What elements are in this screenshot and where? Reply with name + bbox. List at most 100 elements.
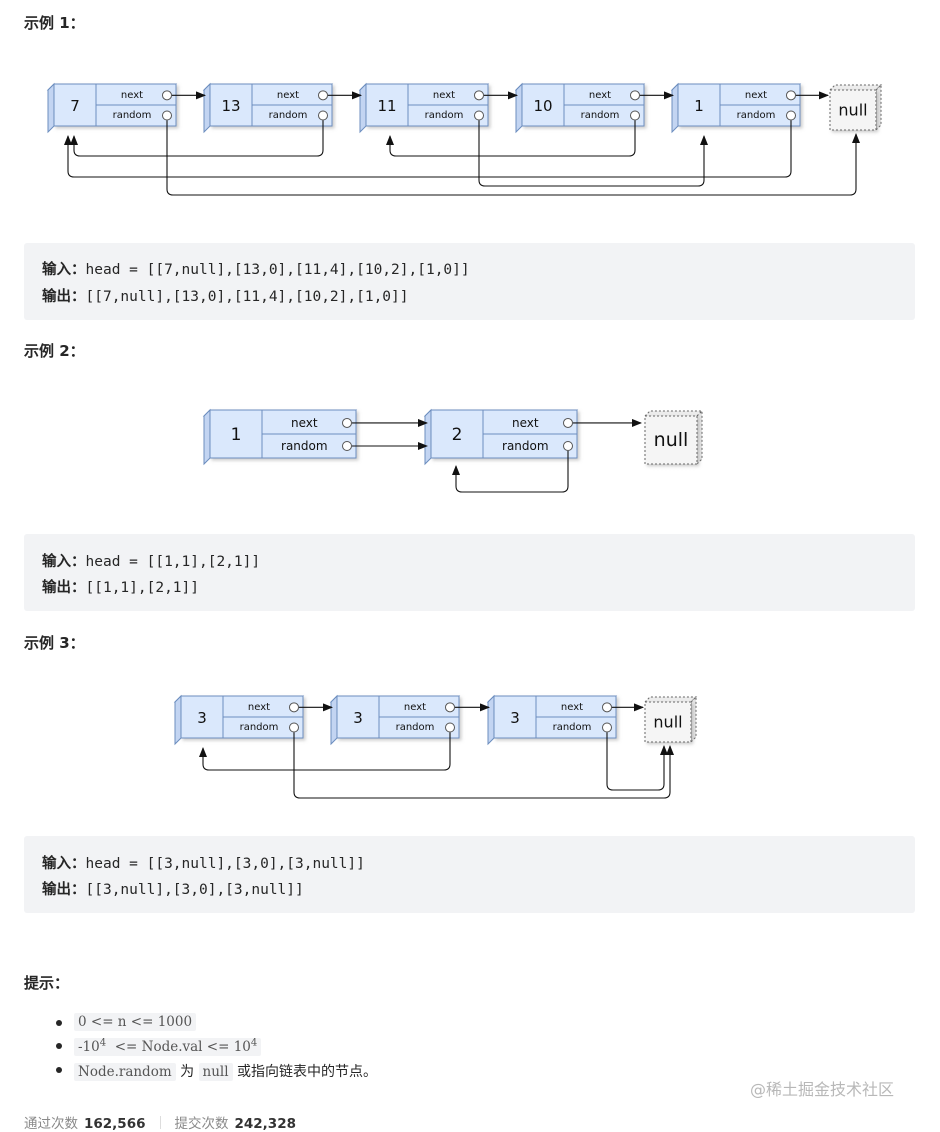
next-pointer-icon [563, 417, 573, 428]
random-pointer-icon [786, 110, 796, 121]
bullet-icon [56, 1020, 62, 1026]
null-label: null [654, 429, 689, 451]
next-label: next [745, 90, 767, 101]
bullet-icon [56, 1043, 62, 1049]
null-side-face [690, 695, 697, 744]
list-node: 3 next random [329, 694, 461, 746]
node-value: 10 [533, 97, 552, 115]
next-pointer-icon [474, 90, 484, 101]
next-label: next [512, 416, 539, 430]
example-3-code-block: 输入：head = [[3,null],[3,0],[3,null]] 输出：[… [24, 836, 915, 913]
null-node: null [828, 83, 883, 132]
example-1-input: 输入：head = [[7,null],[13,0],[11,4],[10,2]… [42, 262, 470, 278]
example-3-output: 输出：[[3,null],[3,0],[3,null]] [42, 882, 304, 898]
node-side-face [174, 694, 182, 746]
example-1-title: 示例 1： [24, 14, 85, 32]
node-value: 3 [197, 709, 207, 727]
node-value: 3 [510, 709, 520, 727]
pointer-arrow [166, 120, 860, 196]
submitted-value: 242,328 [234, 1116, 297, 1132]
next-pointer-icon [342, 417, 352, 428]
tip-code: -104 <= Node.val <= 104 [74, 1037, 262, 1056]
null-node: null [643, 409, 704, 466]
random-pointer-icon [630, 110, 640, 121]
example-1-diagram: 7nextrandom13nextrandom11nextrandom10nex… [46, 82, 883, 196]
random-label: random [269, 110, 308, 121]
random-label: random [113, 110, 152, 121]
linked-list-diagrams: 7nextrandom13nextrandom11nextrandom10nex… [46, 82, 883, 799]
list-node: 2 next random [423, 408, 579, 466]
node-value: 7 [70, 97, 80, 115]
null-side-face [875, 83, 882, 132]
node-side-face [359, 82, 367, 134]
example-2-code-block: 输入：head = [[1,1],[2,1]] 输出：[[1,1],[2,1]] [24, 534, 915, 611]
next-label: next [291, 416, 318, 430]
submitted-label: 提交次数 [174, 1116, 229, 1132]
node-value: 3 [353, 709, 363, 727]
divider [159, 1116, 161, 1129]
tip-code: null [198, 1063, 233, 1081]
passed-value: 162,566 [84, 1116, 146, 1132]
watermark: @稀土掘金技术社区 [750, 1080, 895, 1099]
random-label: random [240, 722, 279, 733]
next-label: next [589, 90, 611, 101]
random-label: random [281, 439, 328, 453]
passed-label: 通过次数 [24, 1116, 78, 1132]
example-2-title: 示例 2： [24, 342, 85, 360]
random-label: random [425, 110, 464, 121]
pointer-arrow [606, 732, 668, 791]
random-pointer-icon [289, 722, 299, 733]
next-pointer-icon [318, 90, 328, 101]
node-side-face [487, 694, 495, 746]
submission-stats: 通过次数 162,566 提交次数 242,328 [24, 1112, 296, 1132]
random-pointer-icon [318, 110, 328, 121]
random-label: random [581, 110, 620, 121]
tips-title: 提示： [24, 974, 70, 992]
null-box [644, 415, 698, 465]
random-pointer-icon [474, 110, 484, 121]
next-label: next [404, 702, 426, 713]
random-pointer-icon [445, 722, 455, 733]
example-2-output: 输出：[[1,1],[2,1]] [42, 580, 199, 596]
random-label: random [396, 722, 435, 733]
null-top-face [828, 84, 883, 91]
node-side-face [203, 82, 211, 134]
null-box [829, 89, 877, 131]
node-side-face [424, 408, 432, 466]
null-top-face [643, 696, 698, 703]
next-pointer-icon [786, 90, 796, 101]
example-1-output: 输出：[[7,null],[13,0],[11,4],[10,2],[1,0]] [42, 289, 409, 305]
null-node: null [643, 695, 698, 744]
list-node: 10 next random [514, 82, 646, 134]
node-value: 13 [221, 97, 240, 115]
pointer-arrow [199, 732, 451, 771]
next-pointer-icon [445, 702, 455, 713]
null-label: null [838, 101, 867, 120]
node-side-face [47, 82, 55, 134]
next-label: next [561, 702, 583, 713]
null-box [644, 701, 692, 743]
next-pointer-icon [289, 702, 299, 713]
node-side-face [203, 408, 211, 466]
random-label: random [502, 439, 549, 453]
node-value: 2 [452, 425, 463, 445]
next-label: next [433, 90, 455, 101]
example-1-code-block: 输入：head = [[7,null],[13,0],[11,4],[10,2]… [24, 243, 915, 320]
next-pointer-icon [630, 90, 640, 101]
next-label: next [248, 702, 270, 713]
list-node: 3 next random [173, 694, 305, 746]
pointer-arrow [70, 120, 324, 157]
random-pointer-icon [602, 722, 612, 733]
null-side-face [696, 409, 703, 466]
random-pointer-icon [342, 441, 352, 451]
random-pointer-icon [563, 441, 573, 451]
node-side-face [671, 82, 679, 134]
null-top-face [643, 410, 704, 417]
null-label: null [653, 713, 682, 732]
random-pointer-icon [162, 110, 172, 121]
